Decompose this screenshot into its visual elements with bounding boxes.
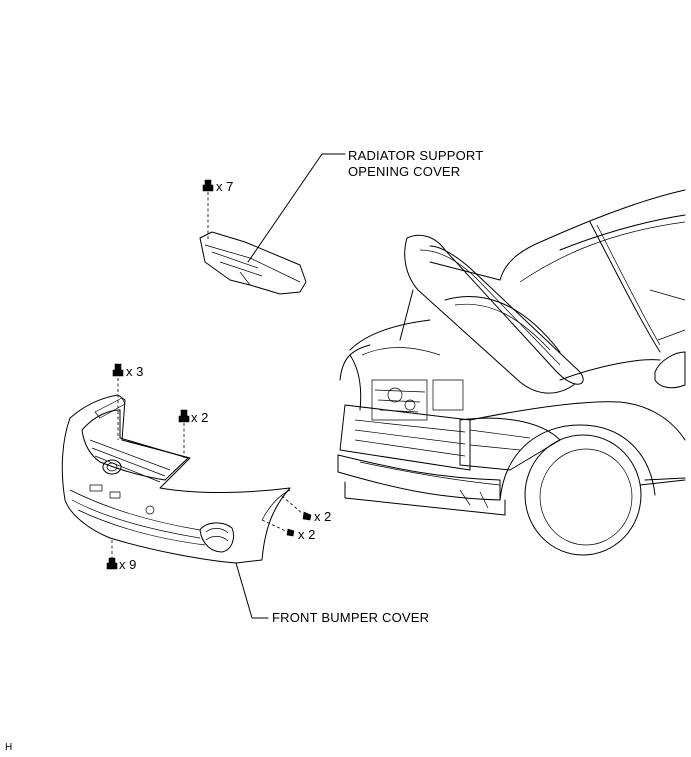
clip-quantity-bottom: x 9 — [119, 557, 137, 572]
radiator-support-label-line1: RADIATOR SUPPORT — [348, 148, 484, 163]
bolt-quantity-top: x 3 — [126, 364, 144, 379]
clip-quantity-side-upper: x 2 — [314, 509, 332, 524]
radiator-support-opening-cover-part — [199, 179, 307, 295]
front-bumper-cover-label: FRONT BUMPER COVER — [272, 610, 430, 625]
clip-quantity-side-lower: x 2 — [298, 527, 316, 542]
front-bumper-leader-line — [235, 562, 269, 619]
vehicle-illustration — [337, 189, 686, 556]
radiator-cover-leader-line — [247, 153, 346, 263]
illustration-code: H — [5, 742, 13, 753]
bolt-quantity-grille: x 2 — [191, 410, 209, 425]
clip-quantity-radiator: x 7 — [216, 179, 234, 194]
front-bumper-cover-part — [61, 363, 312, 570]
radiator-support-label-line2: OPENING COVER — [348, 164, 461, 179]
